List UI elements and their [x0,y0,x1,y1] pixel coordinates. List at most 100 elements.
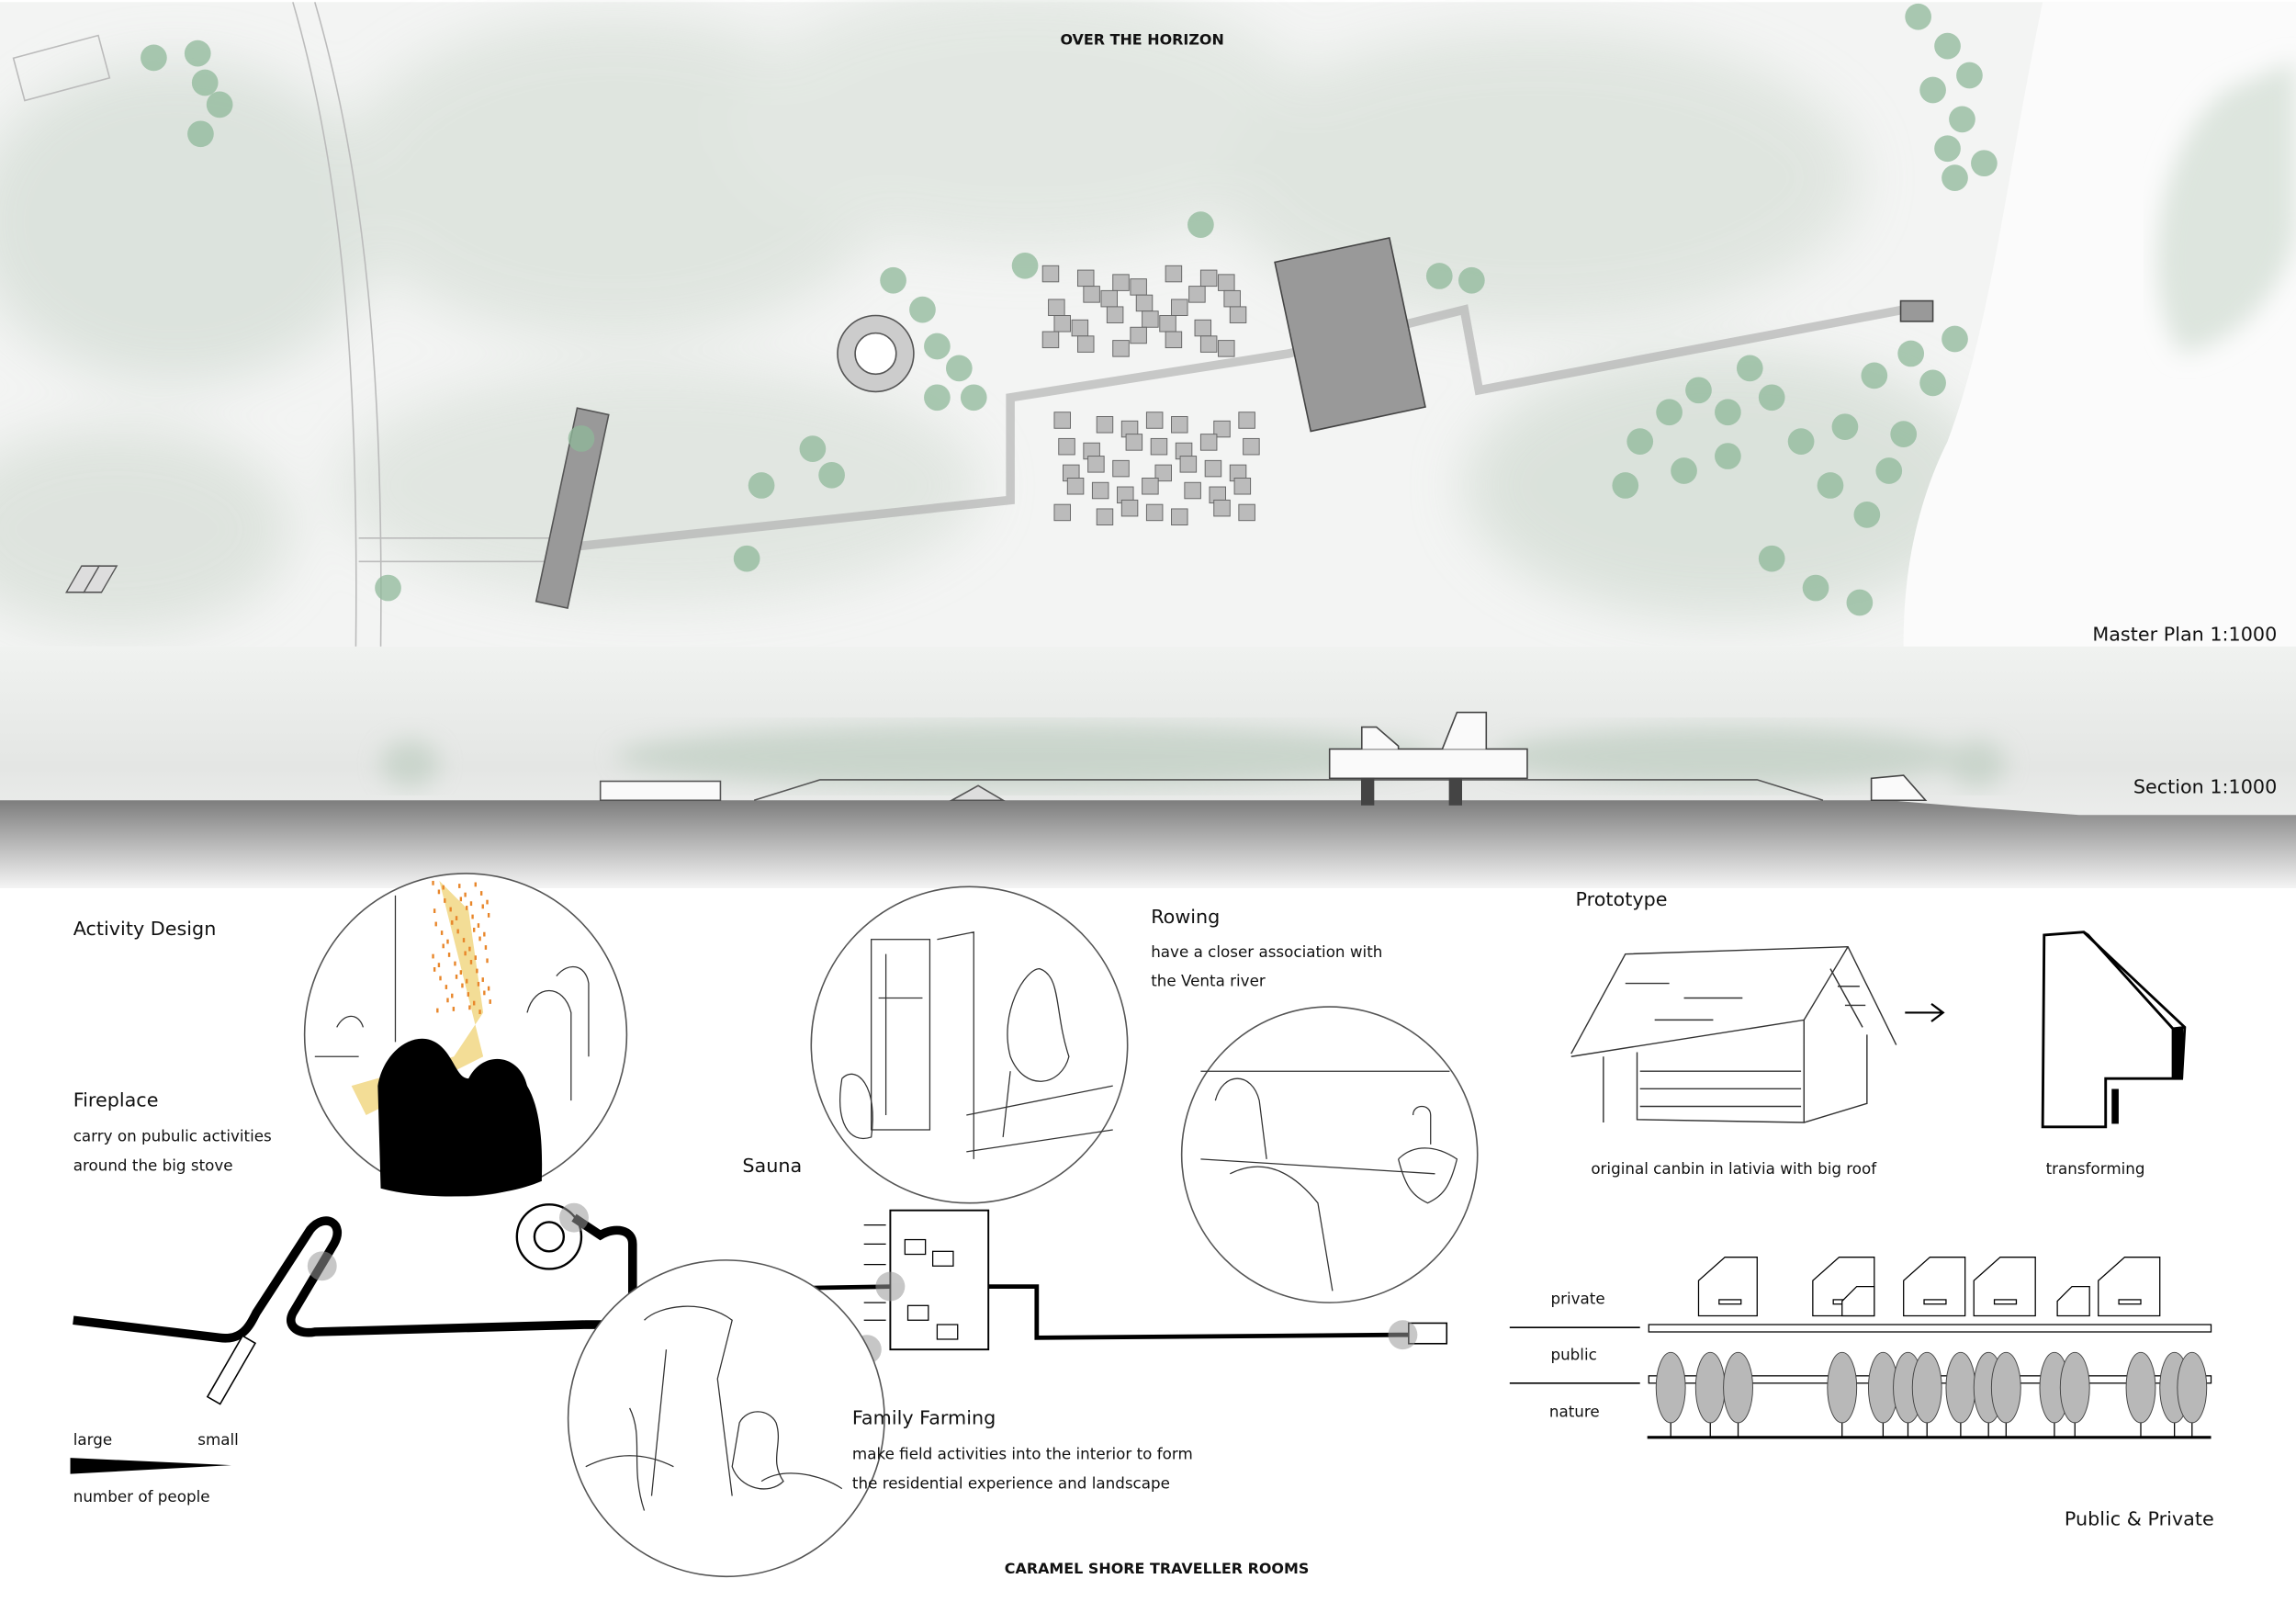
fireplace-title: Fireplace [73,1088,159,1111]
ember [432,880,434,885]
main-building-plan [1274,237,1426,433]
cabin-unit [1053,412,1071,429]
ember [436,1008,439,1013]
tree-icon [206,91,233,118]
tree-icon [184,39,211,67]
prototype: Prototype original canbin in lativia wit… [1570,888,2187,1178]
ember [487,986,490,991]
ember [462,938,466,942]
arrow-right-icon [1905,1002,1945,1022]
cabin-unit [1179,456,1198,473]
transformed-cabin [2041,930,2187,1129]
window [1993,1299,2018,1305]
cabin-unit [1041,265,1060,283]
cabin-unit [1213,499,1231,517]
tree-icon [1911,1351,1942,1424]
master-plan-label: Master Plan 1:1000 [2092,623,2277,645]
circulation-path [73,1213,637,1343]
cabin-unit [1096,508,1114,525]
ember [455,916,458,920]
cabin-unit [1238,412,1255,429]
tree-icon [568,425,595,452]
ground [0,800,2296,888]
legend-wedge [70,1458,231,1474]
cabin-caption: original canbin in lativia with big roof [1591,1159,1877,1178]
tree-icon [1919,76,1946,104]
ember [472,1000,476,1006]
tree-icon [1694,1351,1726,1424]
tree-icon [945,355,973,382]
tree-icon [2125,1351,2156,1424]
tree-icon [1011,252,1039,279]
ember [439,976,442,981]
ember [442,943,445,949]
rowing-title: Rowing [1151,906,1220,928]
page-title: OVER THE HORIZON [1060,31,1223,49]
fireplace-line2: around the big stove [73,1156,233,1175]
cabin-unit [1112,274,1130,291]
tree-icon [818,461,845,489]
island [2156,61,2296,354]
cabin-unit [1233,478,1252,495]
tree-icon [191,69,219,96]
window [2118,1299,2142,1305]
cabin-unit [1048,299,1065,316]
room-unit [1697,1257,1758,1317]
cabin-unit [1199,269,1218,288]
tree-icon [1656,399,1683,426]
tree-icon [799,435,827,462]
ember [471,914,474,919]
ember [478,1009,481,1015]
cabin-unit [1159,315,1176,333]
ember [469,901,473,907]
cabin-unit [1145,503,1164,522]
tree-icon [141,44,167,72]
fireplace-line1: carry on pubulic activities [73,1127,272,1145]
cabin-unit [1145,412,1164,429]
cabin-unit [1135,294,1154,312]
ember [466,906,468,910]
legend-small: small [197,1430,239,1449]
activity-markers [307,1202,1418,1365]
cabin-unit [1112,340,1130,357]
tree-icon [1934,135,1961,163]
ember [481,904,484,909]
tree-icon [1723,1351,1753,1424]
ember [442,885,445,890]
tree-icon [1846,589,1874,616]
tree-icon [1736,355,1763,382]
ember [446,998,449,1003]
cabin-unit [1053,315,1071,333]
legend-caption: number of people [73,1487,210,1506]
tree-icon [1655,1351,1686,1424]
cabin-unit [1112,459,1130,478]
tree-icon [2059,1351,2090,1424]
cabin-unit [1125,434,1143,451]
pier [535,407,610,610]
cabin-unit [1229,306,1247,323]
public-private-title: Public & Private [2065,1507,2214,1529]
cabin-unit [1154,464,1172,482]
tree-icon [187,120,214,148]
cabin-unit [1142,310,1159,328]
rowing-line2: the Venta river [1151,972,1266,990]
ember [469,960,473,964]
sauna-title: Sauna [742,1155,802,1177]
ember [464,892,467,897]
cabins-plan [1041,265,1260,525]
fireplace-illustration [303,873,628,1197]
cabin-unit [1184,481,1201,500]
ember [474,955,477,961]
sauna-illustration [810,885,1129,1204]
ember [477,923,480,928]
cabin-unit [1066,478,1085,495]
parking [65,565,118,593]
ember [455,974,458,979]
ember [483,931,486,937]
tree-icon [1626,428,1654,455]
tree-icon [1941,325,1968,353]
rowing-illustration [1180,1006,1479,1303]
ember [481,977,484,982]
tree-icon [375,574,401,602]
ember [489,999,491,1004]
